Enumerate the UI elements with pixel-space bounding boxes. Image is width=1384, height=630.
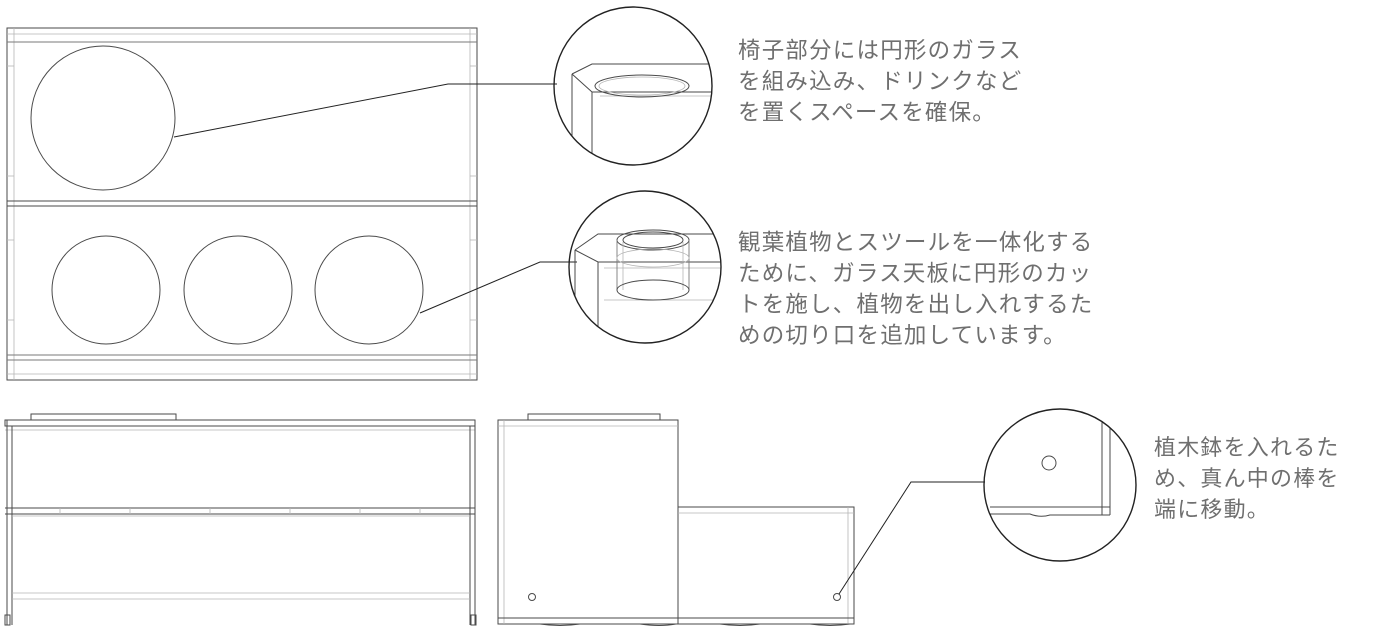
leader-seat-glass <box>173 83 557 138</box>
front-view <box>4 413 477 626</box>
rod-hole-detail <box>1041 455 1057 471</box>
annotation-seat-glass: 椅子部分には円形のガラス を組み込み、ドリンクなど を置くスペースを確保。 <box>738 38 1023 126</box>
detail-pot-rod <box>983 408 1137 562</box>
leader-plant-cut <box>419 261 577 314</box>
detail-circle-seat <box>553 6 713 166</box>
top-view-plan <box>6 27 478 381</box>
detail-circle-pot <box>983 408 1137 562</box>
annotation-plant-cut: 観葉植物とスツールを一体化する ために、ガラス天板に円形のカッ トを施し、植物を… <box>738 230 1094 349</box>
leader-pot-rod <box>838 481 985 595</box>
rod-hole-right <box>833 593 841 601</box>
detail-plant-cut <box>568 190 722 344</box>
plant-cut-circle-2 <box>183 235 293 345</box>
side-view <box>497 413 855 626</box>
annotation-pot-rod: 植木鉢を入れるた め、真ん中の棒を 端に移動。 <box>1154 436 1340 523</box>
rod-hole-left <box>528 593 536 601</box>
plant-cut-circle-1 <box>51 235 161 345</box>
detail-seat-glass <box>553 6 713 166</box>
seat-glass-circle <box>30 45 176 191</box>
detail-circle-plant <box>568 190 722 344</box>
plant-cut-circle-3 <box>314 235 424 345</box>
